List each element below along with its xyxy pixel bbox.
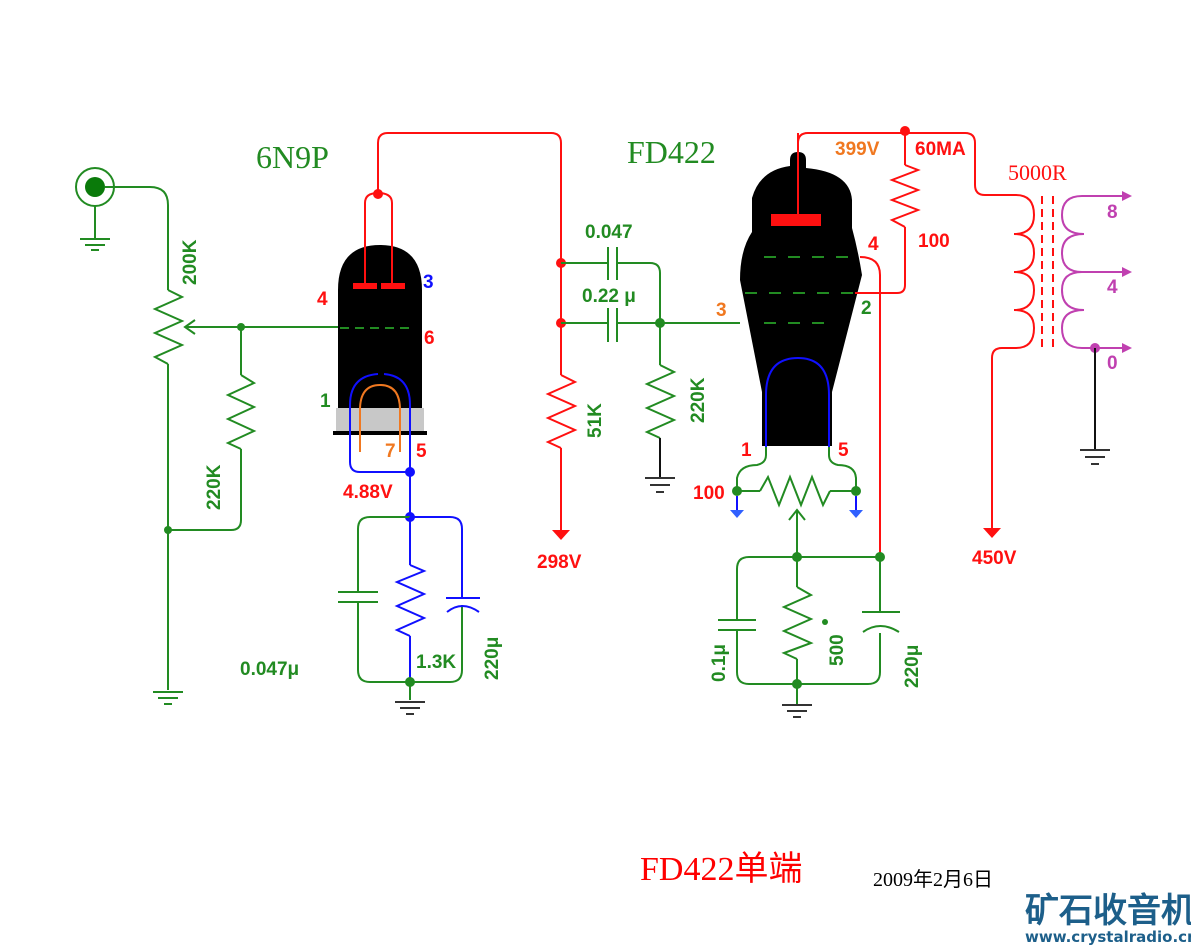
tube-fd422: 4 3 2 1 5 — [716, 133, 879, 461]
pin-v2-3: 3 — [716, 300, 727, 321]
output-tap-8: 8 — [1107, 202, 1118, 223]
ground-icon — [395, 701, 425, 715]
label-cathode-cap-v2-b: 220μ — [902, 645, 923, 688]
pin-v2-1: 1 — [741, 440, 752, 461]
label-volume-pot: 200K — [180, 239, 201, 285]
label-grid-resistor-v1: 220K — [204, 464, 225, 510]
site-logo: 矿石收音机 — [1025, 891, 1191, 931]
pin-v1-5: 5 — [416, 441, 427, 462]
label-v2-current: 60MA — [915, 139, 966, 160]
arrow-down-icon — [730, 510, 744, 518]
pin-v1-7: 7 — [385, 441, 396, 462]
tube-v1-name: 6N9P — [256, 139, 329, 175]
output-tap-4: 4 — [1107, 277, 1118, 298]
diagram-title: FD422单端 — [640, 851, 802, 888]
arrow-down-icon — [552, 530, 570, 540]
screen-resistor: 100 — [855, 131, 950, 294]
label-plate-resistor-v1: 51K — [585, 403, 606, 438]
pin-v1-3: 3 — [423, 272, 434, 293]
ground-icon — [1080, 449, 1110, 465]
label-v2-plate-voltage: 399V — [835, 139, 880, 160]
coupling-capacitors: 0.047 0.22 μ — [561, 222, 740, 342]
label-cathode-cap-v2-a: 0.1μ — [709, 644, 730, 682]
tube-v2-name: FD422 — [627, 134, 716, 170]
tube-6n9p: 4 3 6 1 7 5 — [317, 189, 435, 477]
site-url[interactable]: www.crystalradio.cn — [1025, 928, 1191, 946]
grid-resistor-v1: 220K — [164, 327, 257, 534]
ground-icon — [782, 704, 812, 718]
pin-v2-5: 5 — [838, 440, 849, 461]
output-tap-0: 0 — [1107, 353, 1118, 374]
label-screen-resistor: 100 — [918, 231, 950, 252]
label-cathode-resistor-v2: 500 — [827, 634, 848, 666]
cathode-network-v1: 4.88V 1.3K 220μ — [338, 472, 503, 715]
pin-v2-2: 2 — [861, 298, 872, 319]
ground-icon — [645, 477, 675, 493]
volume-potentiometer: 200K — [152, 239, 340, 690]
diagram-date: 2009年2月6日 — [873, 868, 993, 891]
label-cathode-bypass-v1: 0.047μ — [240, 659, 299, 680]
cathode-network-v2: 0.1μ 500 220μ — [709, 552, 923, 718]
ground-icon — [80, 238, 110, 251]
input-jack — [75, 167, 169, 290]
label-b-plus-voltage: 450V — [972, 548, 1017, 569]
arrow-down-icon — [849, 510, 863, 518]
arrow-down-icon — [983, 528, 1001, 538]
label-grid-resistor-v2: 220K — [688, 377, 709, 423]
plate-resistor-v1: 51K 298V — [537, 374, 606, 573]
label-coupling-cap-a: 0.047 — [585, 222, 633, 243]
label-cathode-cap-v1: 220μ — [482, 637, 503, 680]
label-v1-cathode-voltage: 4.88V — [343, 482, 393, 503]
pin-v2-4: 4 — [868, 234, 879, 255]
label-cathode-resistor-v1: 1.3K — [416, 652, 456, 673]
arrow-right-icon — [1122, 191, 1132, 201]
input-jack-center — [85, 177, 105, 197]
pin-v1-4: 4 — [317, 289, 328, 310]
arrow-right-icon — [1122, 343, 1132, 353]
pin-v1-6: 6 — [424, 328, 435, 349]
label-coupling-cap-b: 0.22 μ — [582, 286, 636, 307]
output-transformer: 5000R 8 4 0 450V — [972, 160, 1132, 569]
grid-resistor-v2: 220K — [644, 323, 709, 493]
hum-potentiometer: 100 — [693, 447, 863, 557]
arrow-right-icon — [1122, 267, 1132, 277]
label-output-transformer: 5000R — [1008, 160, 1067, 185]
ground-icon — [153, 691, 183, 705]
label-v1-supply-voltage: 298V — [537, 552, 582, 573]
pin-v1-1: 1 — [320, 391, 331, 412]
label-hum-pot: 100 — [693, 483, 725, 504]
